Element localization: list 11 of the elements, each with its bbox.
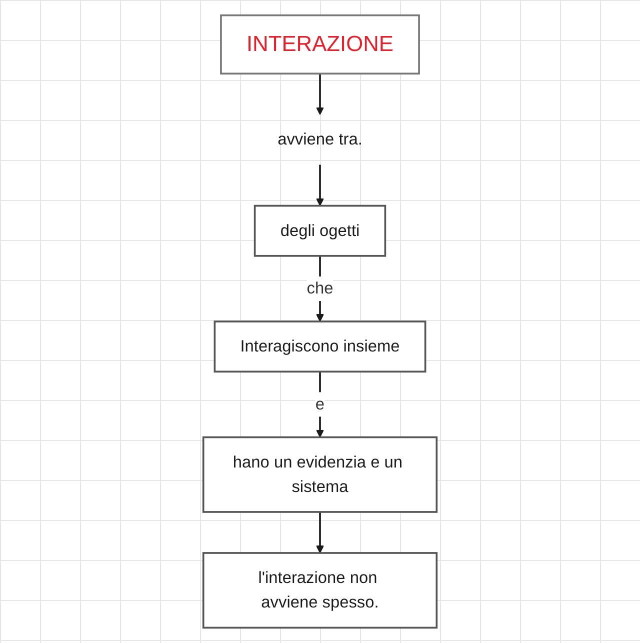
edge-label: che: [306, 279, 334, 298]
arrow: [316, 512, 324, 554]
node-box: l'interazione non avviene spesso.: [202, 552, 438, 629]
node-box: degli ogetti: [254, 204, 386, 257]
arrow: [316, 164, 324, 206]
node-box: Interagiscono insieme: [214, 320, 426, 373]
edge-label: e: [315, 394, 325, 414]
node-box: INTERAZIONE: [220, 14, 420, 75]
arrow: [316, 74, 324, 115]
node-box: hano un evidenzia e un sistema: [202, 436, 438, 513]
node-text: avviene tra.: [278, 130, 362, 148]
